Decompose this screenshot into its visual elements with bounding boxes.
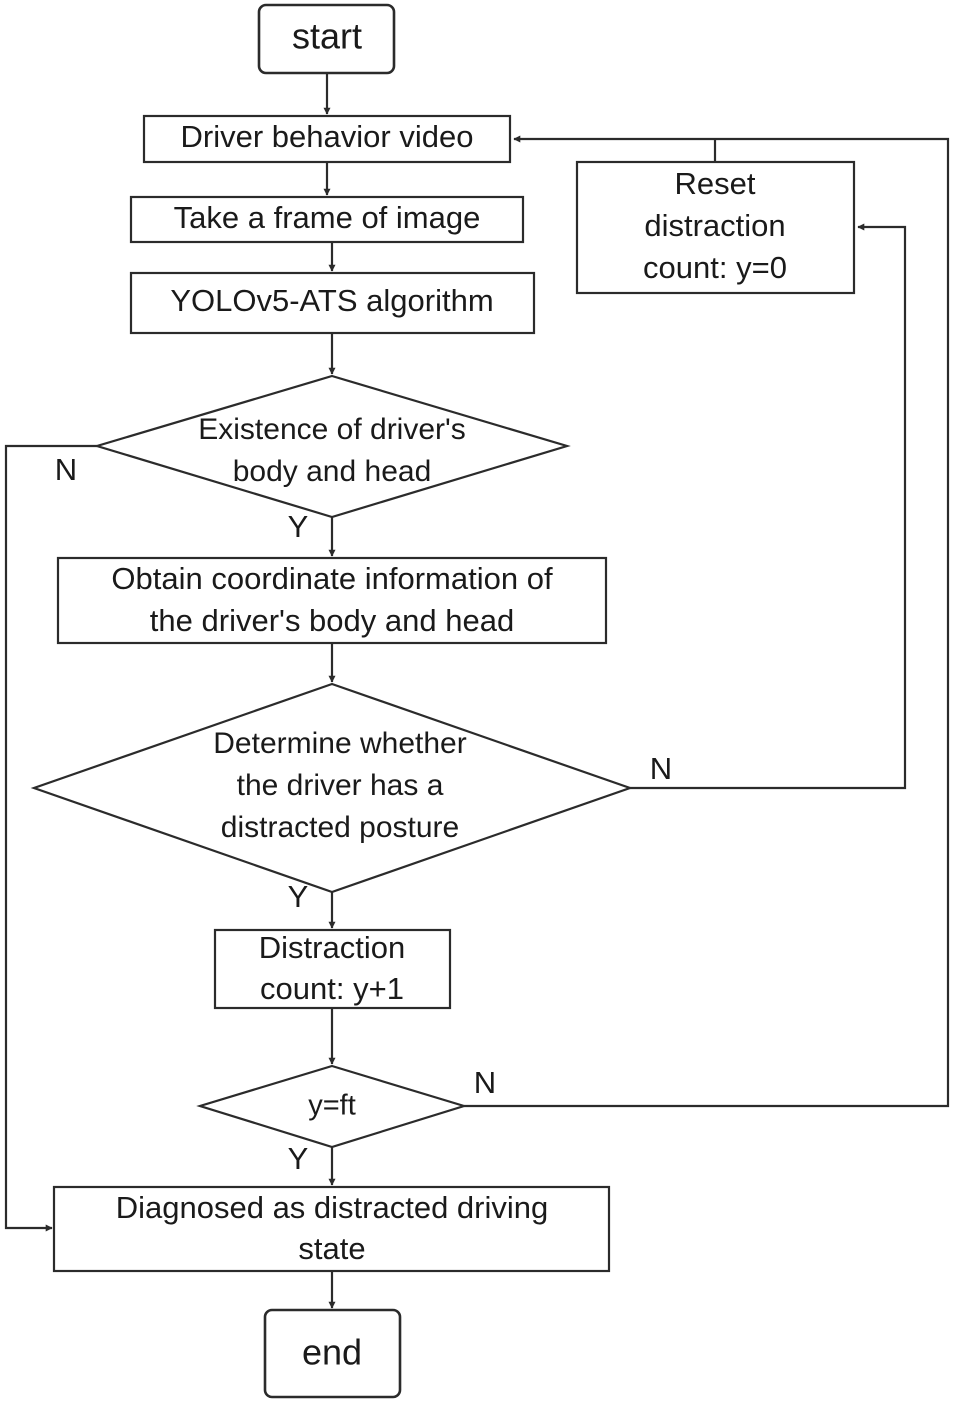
frame-box [129, 195, 525, 244]
node-obtain: Obtain coordinate information of the dri… [56, 556, 608, 645]
edge-exist-no-to-diagnosed [4, 444, 97, 1232]
diagnosed-label-line-2: state [298, 1231, 365, 1266]
exist-yes-label: Y [288, 509, 309, 544]
count-label-line-2: count: y+1 [260, 971, 404, 1006]
cond-decision [196, 1064, 468, 1149]
determine-label-line-3: distracted posture [221, 811, 459, 844]
cond-label: y=ft [308, 1090, 356, 1122]
determine-label-line-2: the driver has a [237, 769, 444, 802]
exist-decision [93, 374, 571, 519]
exist-no-label: N [55, 452, 77, 487]
exist-label-line-2: body and head [233, 455, 432, 488]
reset-label-line-3: count: y=0 [643, 250, 787, 285]
edge-determine-no-to-reset [630, 223, 907, 790]
obtain-box [56, 556, 608, 645]
reset-box [575, 160, 856, 295]
video-label: Driver behavior video [181, 119, 474, 154]
determine-decision [30, 682, 634, 894]
algorithm-label: YOLOv5-ATS algorithm [170, 283, 493, 318]
obtain-label-line-2: the driver's body and head [150, 603, 514, 638]
edges [4, 73, 950, 1309]
obtain-label-line-1: Obtain coordinate information of [111, 561, 553, 596]
reset-label-line-2: distraction [644, 208, 785, 243]
start-terminal [257, 3, 396, 75]
node-cond: y=ft [196, 1064, 468, 1149]
cond-yes-label: Y [288, 1141, 309, 1176]
determine-label-line-1: Determine whether [213, 727, 466, 760]
end-label: end [302, 1332, 362, 1373]
node-diagnosed: Diagnosed as distracted driving state [52, 1185, 611, 1273]
algorithm-box [129, 271, 536, 335]
diagnosed-label-line-1: Diagnosed as distracted driving [116, 1190, 549, 1225]
node-video: Driver behavior video [142, 114, 512, 164]
diagnosed-box [52, 1185, 611, 1273]
node-reset: Reset distraction count: y=0 [575, 160, 856, 295]
branch-labels: N Y N Y N Y [55, 452, 672, 1176]
node-frame: Take a frame of image [129, 195, 525, 244]
exist-label-line-1: Existence of driver's [198, 413, 466, 446]
node-algorithm: YOLOv5-ATS algorithm [129, 271, 536, 335]
reset-label-line-1: Reset [675, 166, 756, 201]
edge-cond-no-to-video [464, 135, 950, 1108]
node-end: end [263, 1308, 402, 1399]
count-label-line-1: Distraction [259, 930, 405, 965]
determine-yes-label: Y [288, 879, 309, 914]
count-box [213, 928, 452, 1010]
determine-no-label: N [650, 751, 672, 786]
node-count: Distraction count: y+1 [213, 928, 452, 1010]
video-box [142, 114, 512, 164]
node-exist: Existence of driver's body and head [93, 374, 571, 519]
cond-no-label: N [474, 1065, 496, 1100]
end-terminal [263, 1308, 402, 1399]
node-determine: Determine whether the driver has a distr… [30, 682, 634, 894]
start-label: start [292, 16, 362, 57]
node-start: start [257, 3, 396, 75]
frame-label: Take a frame of image [174, 200, 481, 235]
